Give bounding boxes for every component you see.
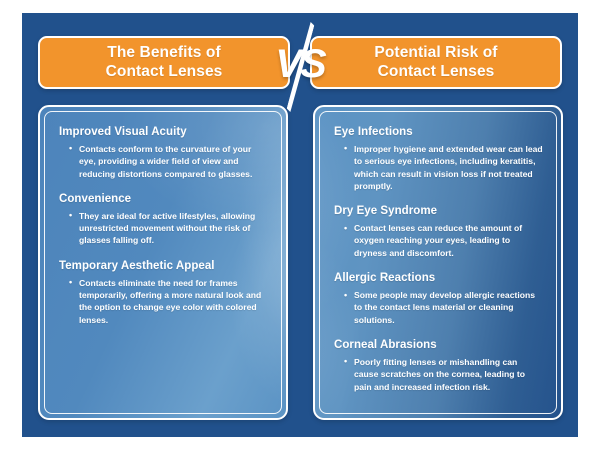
risks-header-pill: Potential Risk of Contact Lenses [310,36,562,89]
risks-section-list: Eye InfectionsImproper hygiene and exten… [334,126,543,393]
benefit-bullet-item: Contacts eliminate the need for frames t… [69,276,268,327]
risk-bullet-list: Poorly fitting lenses or mishandling can… [334,355,543,393]
benefit-section-title: Temporary Aesthetic Appeal [59,259,215,272]
risk-bullet-list: Improper hygiene and extended wear can l… [334,142,543,193]
risk-section-title: Allergic Reactions [334,272,436,285]
benefits-panel-content: Improved Visual AcuityContacts conform t… [44,111,282,414]
benefit-bullet-list: They are ideal for active lifestyles, al… [59,209,268,247]
risks-panel-content: Eye InfectionsImproper hygiene and exten… [319,111,557,414]
risk-section-title: Eye Infections [334,126,413,138]
benefit-section-title: Improved Visual Acuity [59,126,187,138]
benefit-bullet-list: Contacts eliminate the need for frames t… [59,276,268,327]
risk-section: Eye InfectionsImproper hygiene and exten… [334,126,543,192]
risk-section: Corneal AbrasionsPoorly fitting lenses o… [334,339,543,393]
risk-bullet-list: Some people may develop allergic reactio… [334,289,543,326]
benefits-panel: Improved Visual AcuityContacts conform t… [38,105,288,420]
benefit-bullet-item: Contacts conform to the curvature of you… [69,142,268,180]
benefit-section: ConvenienceThey are ideal for active lif… [59,193,268,247]
benefits-header-pill: The Benefits of Contact Lenses [38,36,290,89]
header-row: The Benefits of Contact Lenses Potential… [22,36,578,89]
risk-bullet-item: Improper hygiene and extended wear can l… [344,142,543,193]
risk-bullet-item: Contact lenses can reduce the amount of … [344,222,543,259]
benefit-section-title: Convenience [59,192,132,205]
risk-section-title: Corneal Abrasions [334,339,437,352]
benefit-section: Temporary Aesthetic AppealContacts elimi… [59,260,268,326]
benefits-header-title: The Benefits of Contact Lenses [105,43,223,80]
benefit-bullet-list: Contacts conform to the curvature of you… [59,142,268,180]
benefits-section-list: Improved Visual AcuityContacts conform t… [59,126,268,326]
risks-header-title: Potential Risk of Contact Lenses [374,43,498,80]
risk-section: Allergic ReactionsSome people may develo… [334,272,543,326]
risk-bullet-item: Poorly fitting lenses or mishandling can… [344,355,543,393]
risk-section: Dry Eye SyndromeContact lenses can reduc… [334,205,543,259]
benefit-bullet-item: They are ideal for active lifestyles, al… [69,209,268,247]
risk-bullet-item: Some people may develop allergic reactio… [344,289,543,326]
risks-panel: Eye InfectionsImproper hygiene and exten… [313,105,563,420]
benefit-section: Improved Visual AcuityContacts conform t… [59,126,268,180]
risk-section-title: Dry Eye Syndrome [334,205,438,218]
risk-bullet-list: Contact lenses can reduce the amount of … [334,222,543,259]
